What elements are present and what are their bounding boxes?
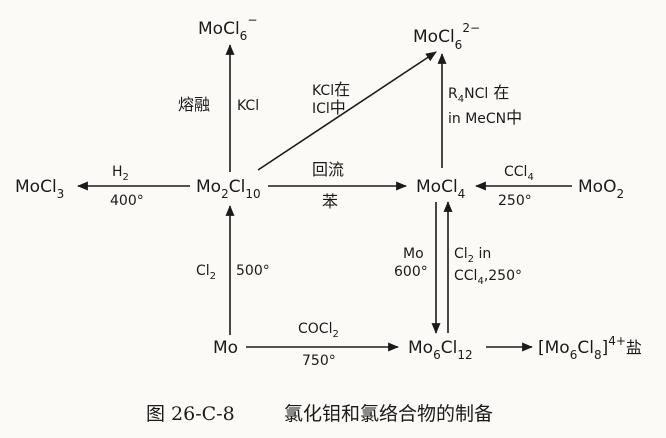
cond-r4ncl-1: R4NCl 在: [448, 83, 509, 105]
svg-text:MoCl4: MoCl4: [416, 177, 465, 201]
cond-ccl4: CCl4: [504, 164, 534, 183]
species-mo2cl10: Mo2Cl10: [196, 177, 261, 201]
species-mocl6-minus: MoCl6−: [198, 13, 257, 43]
cond-kcl-in-icl-1: KCl在: [312, 80, 350, 99]
cond-fuse: 熔融: [178, 95, 210, 114]
cond-500: 500°: [236, 263, 270, 279]
cond-ccl4-250: CCl4,250°: [454, 268, 522, 287]
cond-cocl2: COCl2: [298, 321, 339, 340]
svg-text:MoCl6−: MoCl6−: [198, 13, 257, 43]
svg-text:Mo2Cl10: Mo2Cl10: [196, 177, 261, 201]
cond-250: 250°: [498, 193, 532, 209]
arrow-mo2cl10-to-mocl6-2minus: [257, 51, 437, 171]
cond-cl2: Cl2: [196, 263, 216, 282]
cond-400: 400°: [110, 193, 144, 209]
cond-reflux: 回流: [312, 160, 344, 179]
figure-title: 氯化钼和氯络合物的制备: [284, 403, 493, 425]
cond-mo-reagent: Mo: [403, 246, 424, 262]
species-mo6cl8-salt: [Mo6Cl8]4+盐: [538, 334, 642, 362]
species-mocl3: MoCl3: [15, 177, 64, 201]
svg-text:MoO2: MoO2: [578, 177, 624, 201]
species-mo6cl12: Mo6Cl12: [408, 338, 473, 362]
species-moo2: MoO2: [578, 177, 624, 201]
species-mocl6-2minus: MoCl62−: [413, 21, 480, 52]
svg-text:Mo6Cl12: Mo6Cl12: [408, 338, 473, 362]
figure-number: 图 26-C-8: [146, 403, 235, 425]
svg-text:MoCl62−: MoCl62−: [413, 21, 480, 52]
cond-h2: H2: [112, 164, 129, 183]
svg-text:Mo: Mo: [213, 338, 238, 358]
cond-benzene: 苯: [322, 192, 338, 211]
cond-600: 600°: [394, 264, 428, 280]
svg-text:[Mo6Cl8]4+盐: [Mo6Cl8]4+盐: [538, 334, 642, 362]
cond-kcl-in-icl-2: ICl中: [312, 98, 346, 117]
svg-text:MoCl3: MoCl3: [15, 177, 64, 201]
cond-750: 750°: [302, 353, 336, 369]
cond-cl2-in: Cl2 in: [454, 246, 491, 265]
cond-r4ncl-2: in MeCN中: [448, 108, 522, 127]
species-mocl4: MoCl4: [416, 177, 465, 201]
cond-kcl: KCl: [237, 98, 259, 114]
species-mo: Mo: [213, 338, 238, 358]
